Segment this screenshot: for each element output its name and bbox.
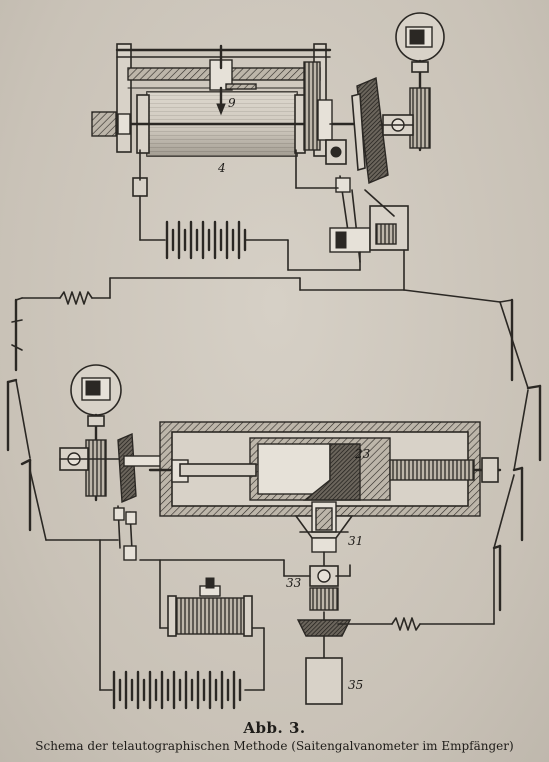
label-lens: 31	[348, 534, 363, 548]
receiver-relay	[113, 505, 137, 561]
pen-stylus	[216, 86, 226, 116]
optical-column	[294, 501, 354, 705]
string-galvanometer	[148, 421, 502, 517]
transmitter-gear-train	[303, 61, 347, 165]
transmission-line	[6, 277, 542, 612]
rheostat	[159, 559, 253, 637]
transmitter-relay	[329, 175, 409, 263]
label-drum: 4	[217, 161, 226, 175]
label-prism: 33	[286, 576, 302, 590]
receiver-friction-disc	[117, 432, 165, 504]
label-pen: 9	[228, 96, 236, 110]
friction-disc	[351, 76, 389, 185]
figure-caption: Schema der telautographischen Methode (S…	[35, 739, 514, 753]
label-camera: 35	[348, 678, 363, 692]
transmitter-motor	[379, 12, 445, 152]
telautograph-schematic: 9 4	[6, 12, 542, 710]
figure-title: Abb. 3.	[243, 719, 306, 737]
transmitter-assembly: 9 4	[91, 12, 445, 291]
transmitter-battery	[165, 220, 247, 260]
receiver-assembly: 23 31 33 35	[45, 364, 502, 710]
label-galvanometer: 23	[354, 447, 371, 461]
receiver-battery	[112, 670, 242, 710]
receiver-motor	[59, 364, 131, 502]
